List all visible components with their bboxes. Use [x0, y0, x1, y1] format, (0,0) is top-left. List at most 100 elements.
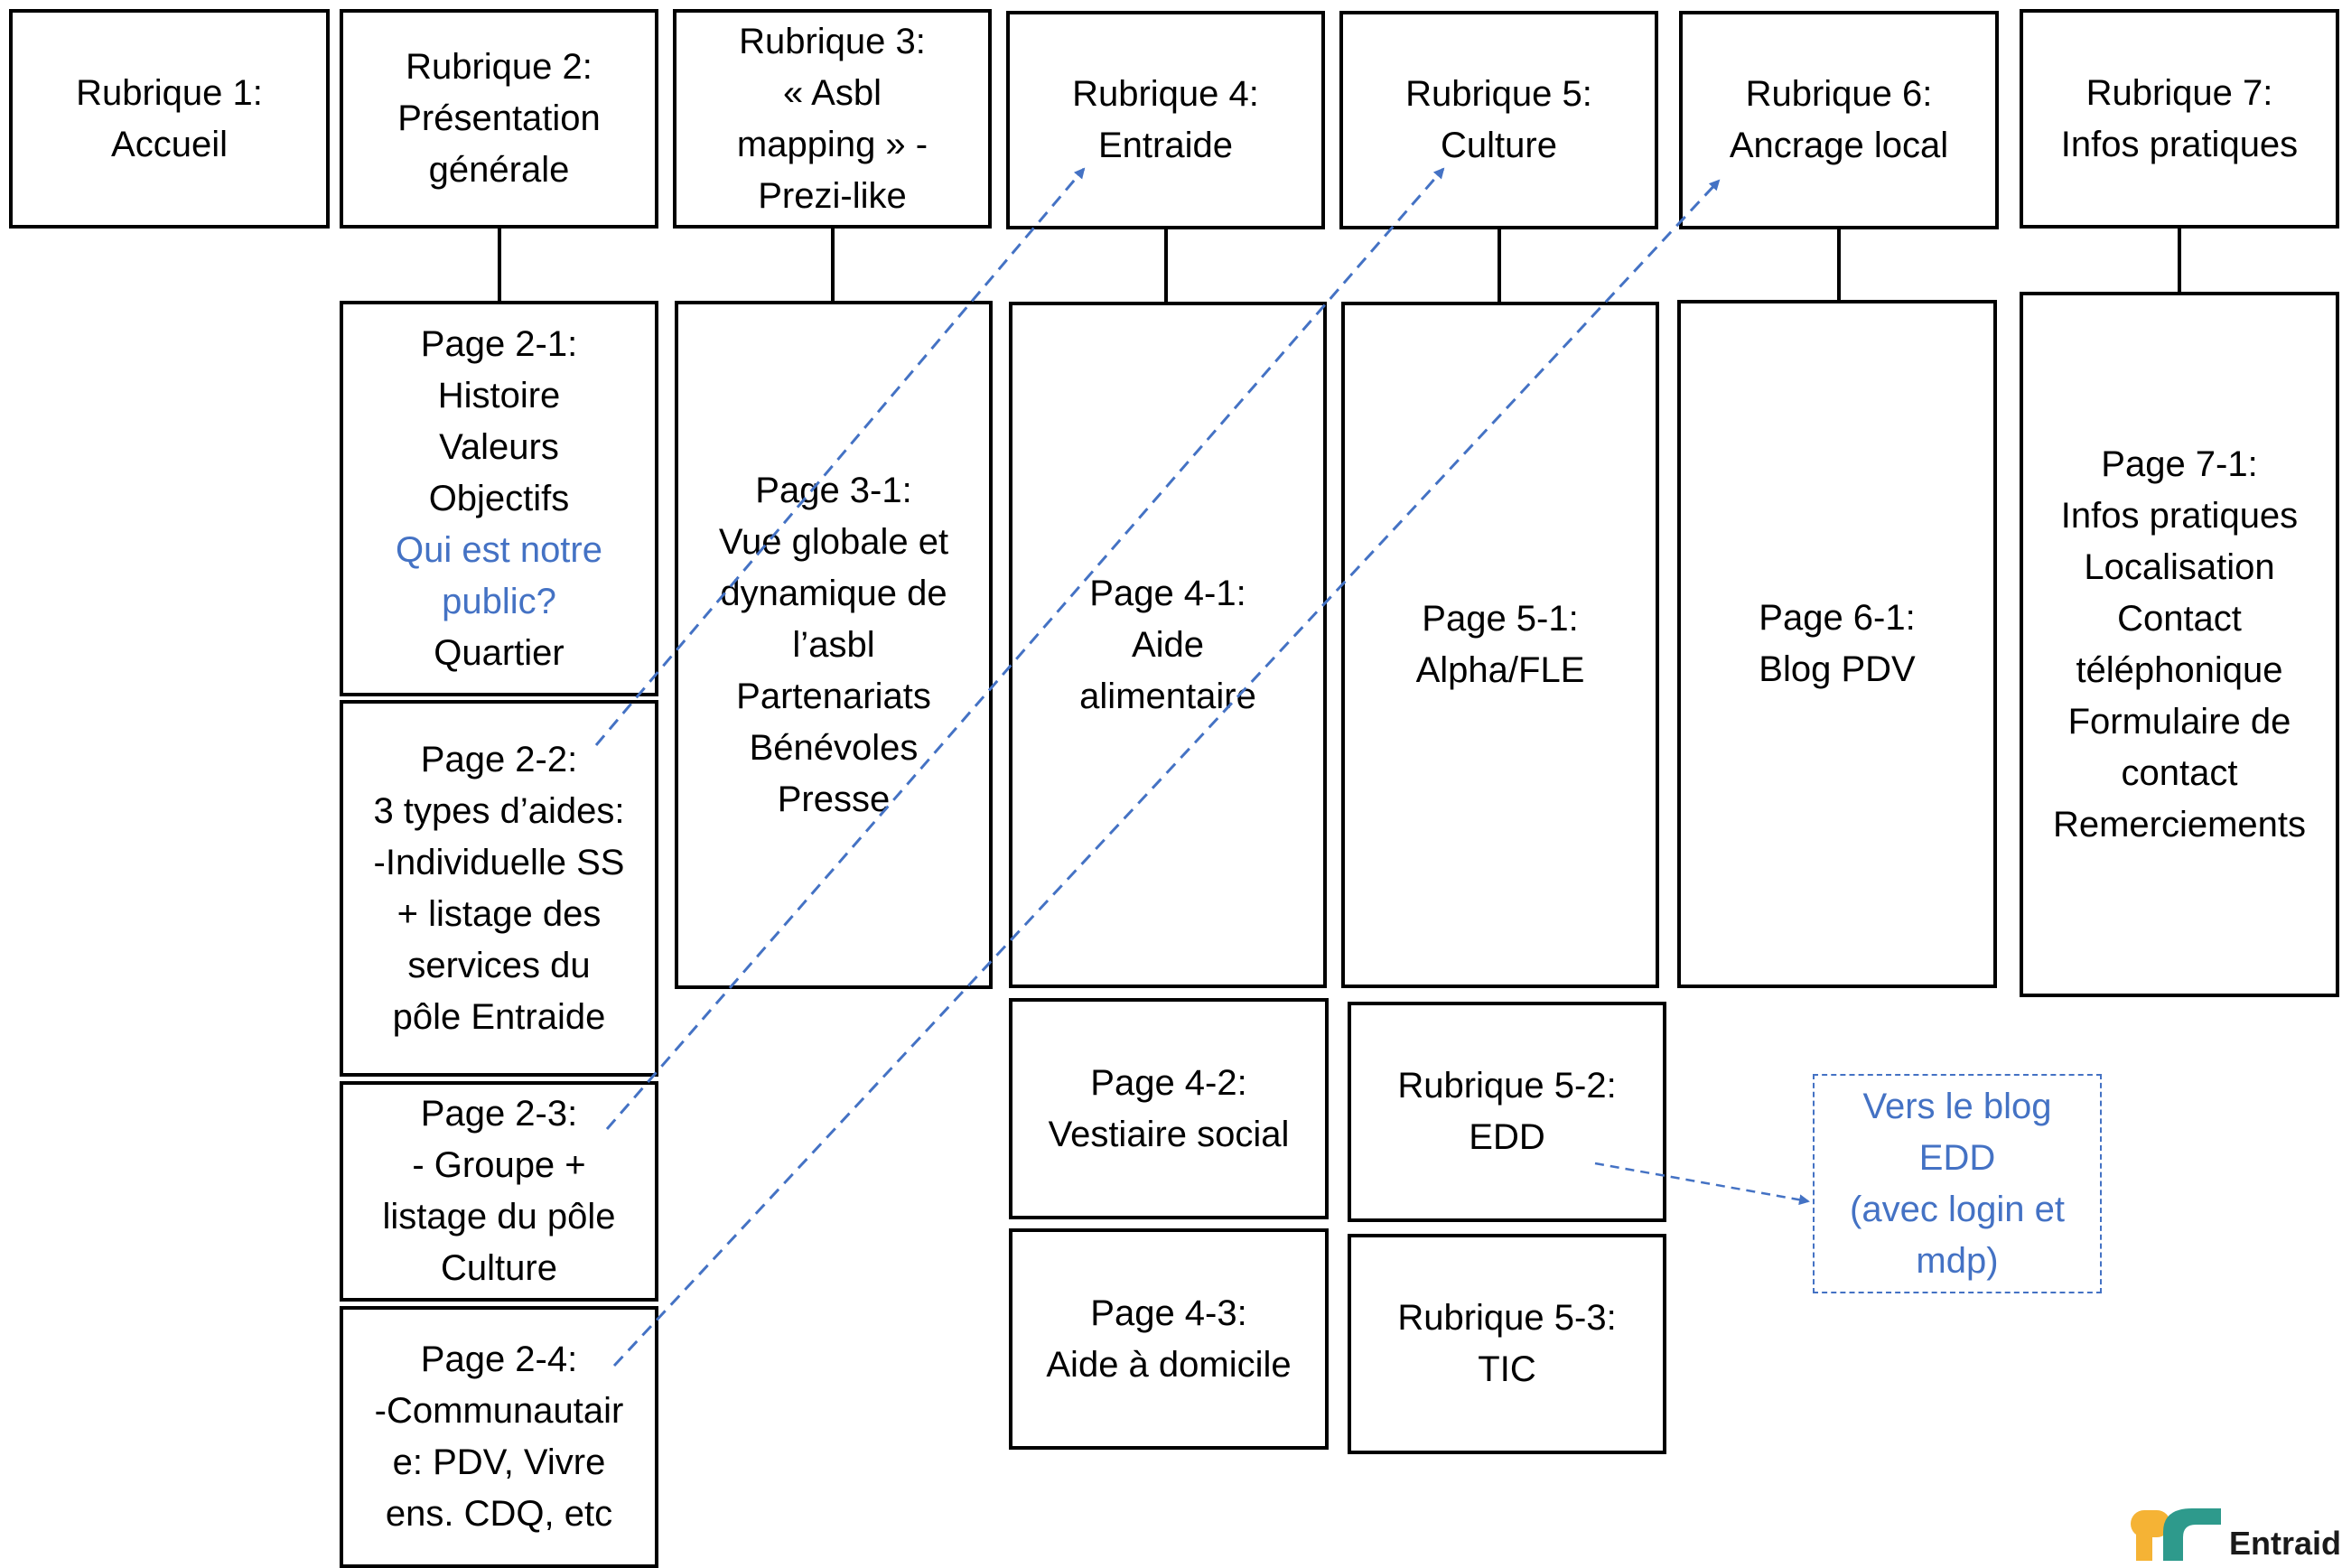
page-7-1-line: Formulaire de — [2067, 701, 2291, 742]
page-2-2-box: Page 2-2: 3 types d’aides: -Individuelle… — [340, 700, 658, 1077]
rubrique-5-3-line: TIC — [1478, 1349, 1536, 1389]
page-4-1-line: Aide — [1131, 624, 1205, 665]
page-2-3-box: Page 2-3: - Groupe + listage du pôle Cul… — [340, 1081, 658, 1302]
page-2-1-line: Valeurs — [439, 426, 559, 467]
page-3-1-line: Partenariats — [736, 676, 931, 716]
page-5-1-line: Alpha/FLE — [1415, 650, 1585, 690]
page-4-1-line: Page 4-1: — [1089, 573, 1246, 613]
entraide-logo-icon — [2131, 1508, 2221, 1561]
page-2-1-line: Page 2-1: — [420, 323, 578, 364]
rubrique-2-box: Rubrique 2: Présentation générale — [340, 9, 658, 229]
page-2-1-line-highlight: public? — [442, 581, 556, 621]
rubrique-6-line: Ancrage local — [1729, 126, 1949, 165]
page-3-1-line: dynamique de — [720, 573, 947, 613]
page-2-1-line: Quartier — [434, 632, 565, 673]
page-7-1-line: Localisation — [2084, 546, 2275, 587]
page-2-2-line: Page 2-2: — [420, 739, 578, 779]
rubrique-4-line: Rubrique 4: — [1072, 74, 1259, 114]
page-7-1-line: téléphonique — [2076, 649, 2283, 690]
page-3-1-line: Page 3-1: — [755, 470, 912, 510]
page-4-1-line: alimentaire — [1079, 676, 1256, 716]
page-7-1-line: contact — [2121, 752, 2238, 793]
page-4-3-line: Aide à domicile — [1046, 1344, 1292, 1385]
rubrique-7-line: Rubrique 7: — [2085, 72, 2273, 113]
page-2-1-line: Objectifs — [428, 478, 570, 518]
page-4-2-line: Page 4-2: — [1090, 1062, 1247, 1103]
page-2-4-line: Page 2-4: — [420, 1339, 578, 1379]
rubrique-5-2-box: Rubrique 5-2: EDD — [1348, 1002, 1666, 1222]
page-4-3-box: Page 4-3: Aide à domicile — [1009, 1228, 1329, 1450]
connector-line — [1164, 229, 1168, 302]
rubrique-1-line: Rubrique 1: — [76, 72, 263, 113]
rubrique-5-3-box: Rubrique 5-3: TIC — [1348, 1234, 1666, 1454]
rubrique-4-box: Rubrique 4: Entraide — [1006, 11, 1325, 229]
rubrique-3-line: « Asbl — [783, 72, 882, 113]
page-6-1-line: Page 6-1: — [1759, 598, 1916, 638]
page-5-1-line: Page 5-1: — [1422, 599, 1579, 639]
page-2-1-line: Histoire — [437, 375, 561, 415]
page-4-1-box: Page 4-1: Aide alimentaire — [1009, 302, 1327, 988]
logo-text: Entraid — [2229, 1525, 2342, 1562]
blog-edd-note-line: EDD — [1918, 1137, 1996, 1178]
rubrique-5-line: Culture — [1441, 126, 1557, 165]
rubrique-7-line: Infos pratiques — [2060, 124, 2299, 164]
page-7-1-line: Contact — [2117, 598, 2242, 639]
rubrique-2-line: Rubrique 2: — [406, 47, 592, 87]
page-2-2-line: + listage des — [397, 893, 602, 934]
page-3-1-line: Bénévoles — [749, 727, 919, 768]
connector-line — [1837, 229, 1841, 302]
page-2-1-box: Page 2-1: Histoire Valeurs Objectifs Qui… — [340, 301, 658, 696]
rubrique-2-line: Présentation — [397, 98, 601, 138]
page-2-3-line: Culture — [441, 1248, 557, 1288]
rubrique-5-2-line: EDD — [1469, 1117, 1545, 1157]
rubrique-4-line: Entraide — [1098, 126, 1233, 165]
page-2-2-line: 3 types d’aides: — [373, 790, 625, 831]
rubrique-1-line: Accueil — [111, 124, 228, 164]
page-3-1-line: Presse — [777, 779, 891, 819]
page-3-1-line: l’asbl — [792, 624, 875, 665]
page-6-1-line: Blog PDV — [1759, 649, 1916, 689]
page-2-3-line: Page 2-3: — [420, 1094, 578, 1134]
rubrique-5-line: Rubrique 5: — [1405, 74, 1592, 114]
page-2-4-line: -Communautair — [374, 1391, 624, 1431]
page-4-3-line: Page 4-3: — [1090, 1293, 1247, 1333]
rubrique-6-box: Rubrique 6: Ancrage local — [1679, 11, 1999, 229]
page-5-1-box: Page 5-1: Alpha/FLE — [1341, 302, 1659, 988]
page-6-1-box: Page 6-1: Blog PDV — [1677, 300, 1997, 988]
rubrique-3-line: Rubrique 3: — [739, 21, 926, 61]
page-2-2-line: services du — [407, 945, 591, 985]
rubrique-1-box: Rubrique 1: Accueil — [9, 9, 330, 229]
page-7-1-line: Page 7-1: — [2101, 443, 2258, 484]
blog-edd-note-line: (avec login et — [1850, 1189, 2065, 1229]
rubrique-3-line: Prezi-like — [758, 175, 907, 216]
page-7-1-line: Infos pratiques — [2060, 495, 2299, 536]
connector-line — [2178, 229, 2181, 292]
page-2-2-line: -Individuelle SS — [373, 842, 625, 882]
blog-edd-note-line: mdp) — [1916, 1240, 1999, 1281]
page-3-1-line: Vue globale et — [718, 521, 949, 562]
rubrique-3-line: mapping » - — [736, 124, 928, 164]
rubrique-5-3-line: Rubrique 5-3: — [1397, 1298, 1617, 1338]
connector-line — [1498, 229, 1501, 302]
connector-line — [831, 229, 835, 301]
rubrique-3-box: Rubrique 3: « Asbl mapping » - Prezi-lik… — [673, 9, 992, 229]
rubrique-7-box: Rubrique 7: Infos pratiques — [2020, 9, 2339, 229]
page-2-3-line: - Groupe + — [412, 1145, 586, 1185]
page-7-1-box: Page 7-1: Infos pratiques Localisation C… — [2020, 292, 2339, 997]
blog-edd-note: Vers le blog EDD (avec login et mdp) — [1813, 1074, 2102, 1293]
page-2-4-box: Page 2-4: -Communautair e: PDV, Vivre en… — [340, 1306, 658, 1568]
page-4-2-box: Page 4-2: Vestiaire social — [1009, 998, 1329, 1219]
page-4-2-line: Vestiaire social — [1048, 1114, 1290, 1154]
rubrique-5-2-line: Rubrique 5-2: — [1397, 1066, 1617, 1106]
rubrique-5-box: Rubrique 5: Culture — [1339, 11, 1658, 229]
page-2-3-line: listage du pôle — [382, 1197, 616, 1237]
page-2-4-line: ens. CDQ, etc — [385, 1494, 613, 1534]
rubrique-6-line: Rubrique 6: — [1745, 74, 1933, 114]
connector-line — [498, 229, 501, 301]
page-7-1-line: Remerciements — [2052, 804, 2307, 845]
page-2-1-line-highlight: Qui est notre — [395, 529, 602, 570]
blog-edd-note-line: Vers le blog — [1862, 1086, 2052, 1126]
page-2-2-line: pôle Entraide — [392, 996, 606, 1037]
page-2-4-line: e: PDV, Vivre — [392, 1442, 606, 1482]
